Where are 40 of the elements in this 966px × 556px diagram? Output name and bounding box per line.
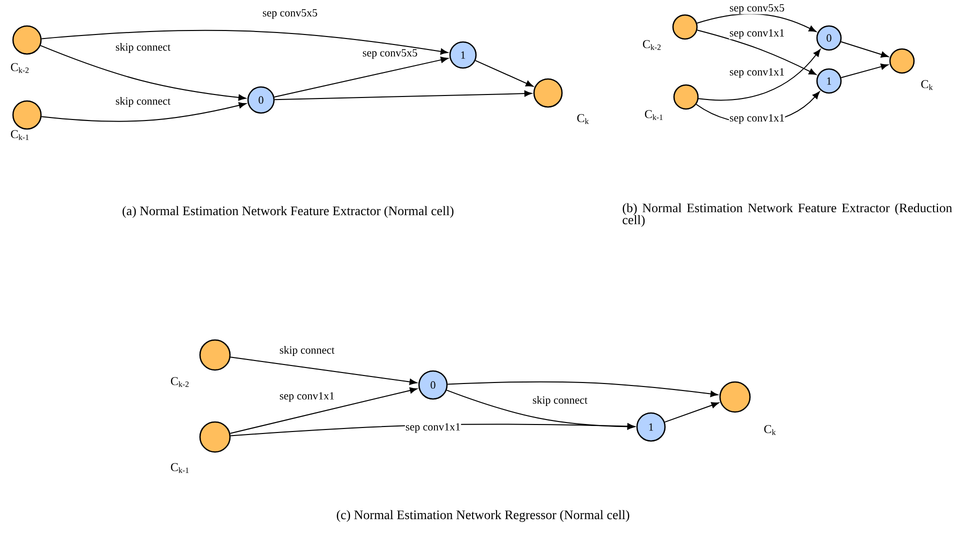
cell-label: C$_{k-1}$ <box>644 110 663 120</box>
cell-label: C$_{k-2}$ <box>10 63 29 73</box>
cell-label: C$_{k}$ <box>921 80 933 90</box>
arrow <box>447 381 718 398</box>
edge-label: sep conv1x1 <box>404 422 462 434</box>
arrow <box>840 41 889 58</box>
arrow <box>696 13 816 32</box>
edge-label: skip connect <box>278 346 336 356</box>
edge-label: sep conv5x5 <box>362 48 418 60</box>
edge-label: sep conv1x1 <box>728 114 786 124</box>
arrow <box>698 49 821 101</box>
edge-label: skip connect <box>114 42 172 54</box>
arrow <box>446 390 635 430</box>
cell-label: C$_{k-1}$ <box>10 130 29 140</box>
edge-label: sep conv1x1 <box>278 392 336 402</box>
edge-label: sep conv5x5 <box>728 4 786 14</box>
edge-label: sep conv1x1 <box>728 68 786 78</box>
arrow <box>696 30 816 75</box>
cell-label: C$_{k-1}$ <box>170 463 189 473</box>
edge-label: skip connect <box>532 396 588 406</box>
arrow <box>274 56 448 98</box>
caption: (a) Normal Estimation Network Feature Extractor (Normal cell) <box>122 206 454 218</box>
arrow <box>41 102 246 122</box>
arrow <box>230 387 418 434</box>
arrow <box>230 356 418 385</box>
arrow <box>664 402 719 423</box>
arrow <box>474 60 534 87</box>
cell-label: C$_{k-2}$ <box>170 377 189 387</box>
edge-label: sep conv1x1 <box>728 28 786 40</box>
arrow <box>40 45 246 101</box>
caption: (b) Normal Estimation Network Feature Extractor (Reduction cell) <box>622 203 952 227</box>
arrow <box>274 90 532 100</box>
cell-label: C$_{k-2}$ <box>642 40 661 50</box>
edge-label: sep conv5x5 <box>262 8 318 20</box>
cell-label: C$_{k}$ <box>577 114 589 124</box>
cell-label: C$_{k}$ <box>764 425 776 435</box>
caption: (c) Normal Estimation Network Regressor (Normal cell) <box>336 510 630 522</box>
arrow <box>840 64 888 78</box>
edge-label: skip connect <box>114 96 172 108</box>
arrow <box>41 30 448 55</box>
